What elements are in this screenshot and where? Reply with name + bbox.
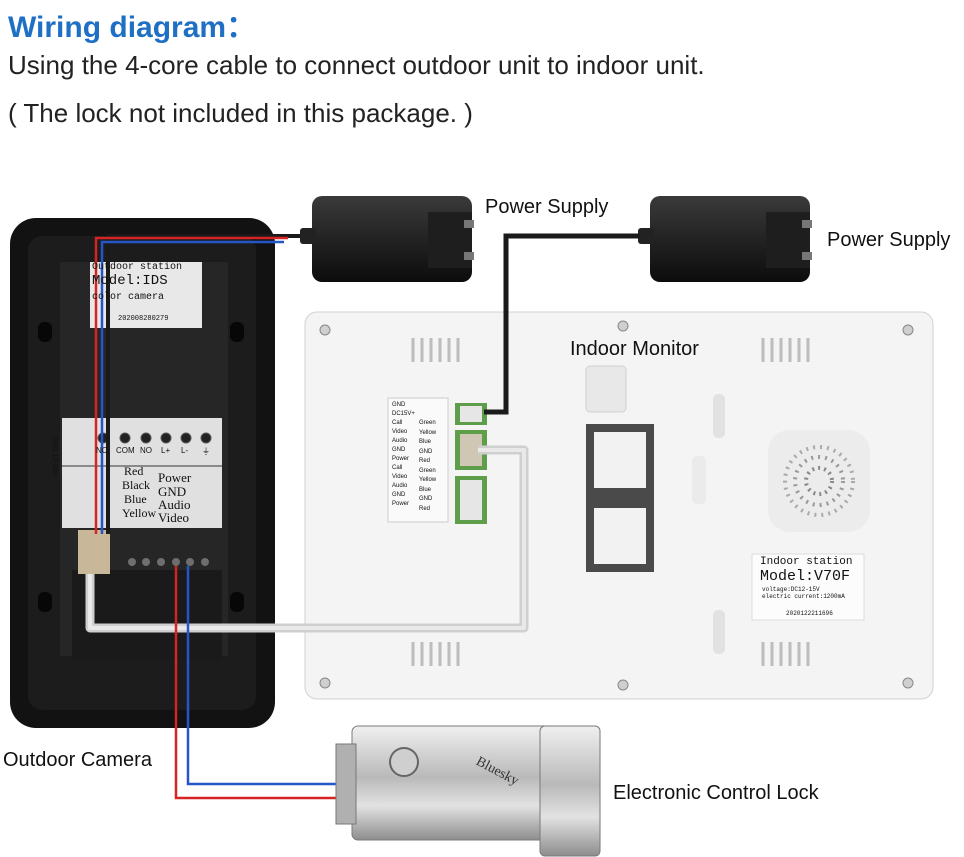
terminal-nc: NC [96, 446, 108, 455]
port-label: Audio [392, 438, 408, 444]
label-electronic-lock: Electronic Control Lock [613, 782, 819, 804]
label-power-supply-2: Power Supply [827, 229, 951, 251]
wire-func-gnd: GND [158, 484, 187, 499]
indoor-model: Model:V70F [760, 568, 851, 585]
outdoor-subtitle: color camera [92, 292, 165, 303]
port-color: Green [419, 467, 436, 474]
speaker-grille [783, 445, 855, 517]
label-outdoor-camera: Outdoor Camera [3, 749, 152, 771]
terminal-lminus: L- [181, 446, 189, 455]
terminal-no: NO [140, 446, 152, 455]
port-color: GND [419, 448, 433, 455]
wire-func-audio: Audio [158, 497, 191, 512]
port-color: Blue [419, 439, 432, 445]
terminal-ground: ⏚ [202, 447, 210, 456]
indoor-serial: 2020122211696 [786, 610, 833, 617]
port-color: Red [419, 505, 431, 512]
power-supply-1 [300, 196, 474, 282]
port-color: GND [419, 496, 433, 502]
port-label: Video [392, 474, 408, 480]
wire-func-video: Video [158, 510, 189, 525]
wiring [85, 233, 640, 800]
port-label: Power [392, 501, 410, 507]
port-label: Audio [392, 483, 408, 489]
outdoor-camera [10, 218, 275, 728]
vent-grilles [411, 338, 810, 666]
diagram-title: Wiring diagram： [8, 11, 257, 44]
electronic-lock [335, 725, 601, 857]
wire-color-black: Black [122, 478, 150, 492]
port-color: Red [419, 458, 431, 464]
wire-color-red: Red [124, 464, 144, 478]
indoor-voltage: voltage:DC12-15V [762, 586, 820, 593]
outdoor-gnd-label: GND 12-18V [51, 436, 58, 477]
indoor-port-colors: Green Yellow Blue GND Red Green Yellow B… [419, 419, 436, 514]
wire-func-power: Power [158, 470, 192, 485]
outdoor-model: Model:IDS [92, 273, 168, 289]
indoor-sticker-title: Indoor station [760, 556, 853, 568]
port-label: DC15V+ [392, 411, 415, 417]
port-label: Video [392, 429, 408, 435]
indoor-current: electric current:1200mA [762, 593, 845, 600]
terminal-com: COM [116, 446, 135, 455]
outdoor-sticker-title: Outdoor station [92, 262, 183, 273]
port-color: Yellow [419, 477, 437, 483]
port-label: Call [392, 465, 403, 471]
indoor-monitor [304, 311, 934, 700]
outdoor-serial: 202008280279 [118, 315, 169, 323]
port-label: GND [392, 402, 406, 408]
port-label: Power [392, 456, 410, 462]
lock-keyhole [389, 747, 419, 777]
port-label: Call [392, 420, 403, 426]
terminal-lplus: L+ [161, 446, 171, 455]
label-power-supply-1: Power Supply [485, 196, 609, 218]
label-indoor-monitor: Indoor Monitor [570, 338, 699, 360]
package-note: ( The lock not included in this package.… [8, 98, 473, 128]
indoor-port-labels: GND DC15V+ Call Video Audio GND Power Ca… [392, 401, 415, 509]
diagram-subtitle: Using the 4-core cable to connect outdoo… [8, 50, 705, 80]
port-color: Green [419, 420, 436, 426]
port-label: GND [392, 447, 406, 453]
power-supply-2 [638, 196, 812, 282]
port-color: Blue [419, 486, 432, 493]
port-label: GND [392, 492, 406, 498]
port-color: Yellow [419, 429, 437, 436]
wire-color-yellow: Yellow [122, 506, 157, 520]
wire-color-blue: Blue [124, 492, 147, 506]
